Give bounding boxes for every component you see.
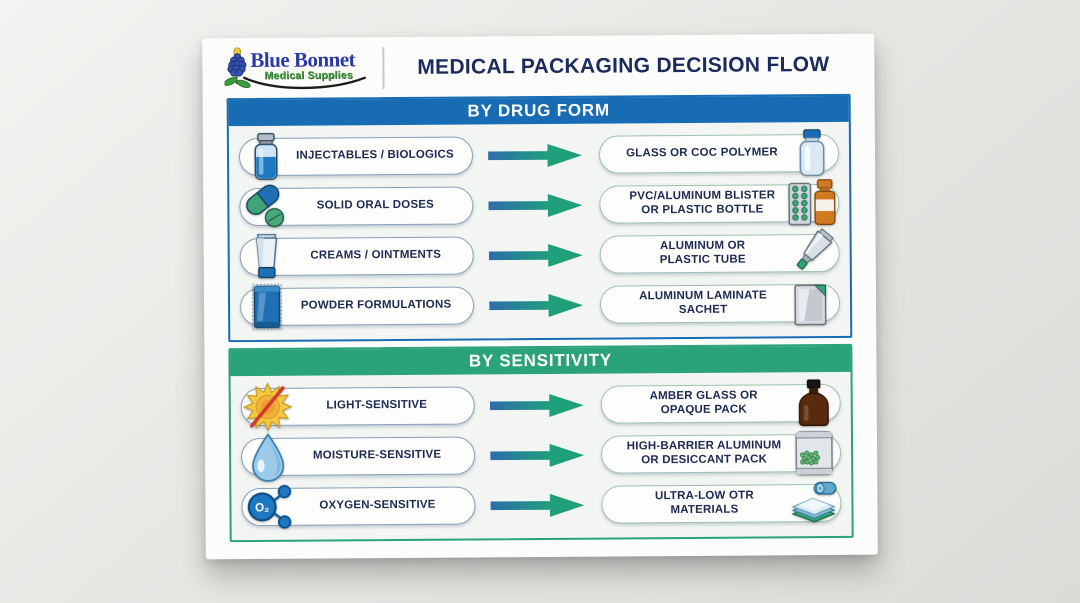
section-rows: INJECTABLES / BIOLOGICS GLASS OR COC POL… [229,122,850,340]
packaging-label: ALUMINUM OR PLASTIC TUBE [659,240,746,267]
section-rows: LIGHT-SENSITIVE AMBER GLASS OR OPAQUE PA… [231,372,852,540]
cream-tube-icon [242,232,292,282]
condition-group: LIGHT-SENSITIVE [240,386,475,426]
packaging-label: ALUMINUM LAMINATE SACHET [639,289,767,317]
glass-vial-icon [787,128,837,178]
flow-arrow-icon [488,143,584,167]
condition-label: CREAMS / OINTMENTS [310,248,442,262]
flow-row: MOISTURE-SENSITIVE HIGH-BARRIER ALUMINUM… [240,428,842,482]
blister-bottle-icon [787,178,837,228]
brand-name: Blue Bonnet [250,46,356,72]
desiccant-pack-icon [789,428,839,478]
condition-group: OXYGEN-SENSITIVE [241,486,476,526]
flow-arrow-icon [490,493,586,517]
flow-arrow-icon [490,393,586,417]
powder-sachet-icon [242,282,292,332]
condition-group: CREAMS / OINTMENTS [239,236,474,276]
flow-row: POWDER FORMULATIONS ALUMINUM LAMINATE SA… [239,278,841,332]
flow-row: LIGHT-SENSITIVE AMBER GLASS OR OPAQUE PA… [240,378,841,432]
vial-icon [241,132,291,182]
poster-header: Blue Bonnet Medical Supplies MEDICAL PAC… [202,34,874,99]
section-by-drug-form: BY DRUG FORM INJECTABLES / BIOLOGICS GLA… [226,93,853,343]
packaging-label: GLASS OR COC POLYMER [626,146,778,160]
packaging-group: AMBER GLASS OR OPAQUE PACK [600,384,841,424]
flow-arrow-icon [489,293,585,317]
packaging-label: AMBER GLASS OR OPAQUE PACK [649,389,758,417]
condition-label: LIGHT-SENSITIVE [326,399,428,412]
condition-label: POWDER FORMULATIONS [300,298,452,312]
condition-group: MOISTURE-SENSITIVE [240,436,476,476]
droplet-icon [243,432,293,482]
condition-group: INJECTABLES / BIOLOGICS [238,136,474,176]
packaging-label: ULTRA-LOW OTR MATERIALS [654,489,754,517]
packaging-group: HIGH-BARRIER ALUMINUM OR DESICCANT PACK [600,434,842,474]
laminate-sachet-icon [788,278,838,328]
flow-row: CREAMS / OINTMENTS ALUMINUM OR PLASTIC T… [239,228,840,282]
brand-logo: Blue Bonnet Medical Supplies [224,45,374,93]
flow-arrow-icon [488,193,584,217]
metal-tube-icon [788,228,838,278]
flow-row: SOLID ORAL DOSES PVC/ALUMINUM BLISTER OR… [239,178,840,232]
header-divider [382,47,385,90]
packaging-label: PVC/ALUMINUM BLISTER OR PLASTIC BOTTLE [629,189,776,217]
poster-card: Blue Bonnet Medical Supplies MEDICAL PAC… [202,33,878,560]
packaging-label: HIGH-BARRIER ALUMINUM OR DESICCANT PACK [626,439,782,467]
packaging-group: ALUMINUM LAMINATE SACHET [599,283,841,324]
condition-group: SOLID ORAL DOSES [239,186,474,226]
flow-arrow-icon [490,443,586,467]
condition-label: OXYGEN-SENSITIVE [319,498,436,512]
condition-label: INJECTABLES / BIOLOGICS [296,148,454,162]
flow-row: INJECTABLES / BIOLOGICS GLASS OR COC POL… [238,128,840,182]
packaging-group: ULTRA-LOW OTR MATERIALS [601,484,842,524]
flow-row: OXYGEN-SENSITIVE ULTRA-LOW OTR MATERIALS [241,478,842,532]
o2-molecule-icon [243,482,293,532]
condition-label: SOLID ORAL DOSES [316,198,435,212]
packaging-group: PVC/ALUMINUM BLISTER OR PLASTIC BOTTLE [599,184,840,224]
brand-logo-text: Blue Bonnet Medical Supplies [250,46,356,82]
packaging-group: GLASS OR COC POLYMER [598,134,840,174]
condition-group: POWDER FORMULATIONS [239,286,475,326]
packaging-group: ALUMINUM OR PLASTIC TUBE [599,234,840,274]
section-by-sensitivity: BY SENSITIVITY LIGHT-SENSITIVE AMBER GLA… [228,343,854,543]
capsule-tablet-icon [241,182,291,232]
page-title: MEDICAL PACKAGING DECISION FLOW [417,52,830,79]
film-roll-icon [789,478,839,528]
flow-arrow-icon [489,243,585,267]
amber-bottle-icon [789,378,839,428]
sun-crossed-icon [243,382,293,432]
logo-swoosh-icon [234,74,374,93]
condition-label: MOISTURE-SENSITIVE [312,448,442,462]
